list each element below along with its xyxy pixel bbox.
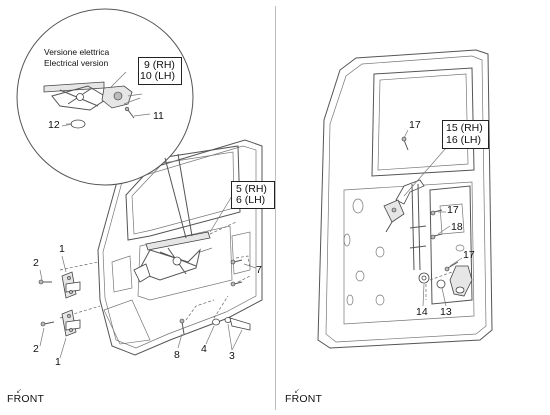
callout-7: 7 [256,264,262,276]
callout-box-9-10 [138,57,182,85]
leader-lines [39,71,463,359]
inset-caption-italian: Versione elettrica [44,47,110,57]
front-label-right: FRONT [285,393,323,405]
front-arrow-icon: ↙ [294,388,301,395]
panel-divider [275,6,276,410]
callout-8: 8 [174,349,180,361]
callout-9-rh: 9 (RH) [144,59,175,71]
callout-14: 14 [416,306,428,318]
callout-12: 12 [48,119,60,131]
callout-1-lower: 1 [55,356,61,368]
door-hinges [61,271,81,337]
window-regulator-right [383,179,427,271]
callout-3: 3 [229,350,235,362]
callout-16-lh: 16 (LH) [446,134,482,146]
callout-17-middle: 17 [447,204,459,216]
callout-6-lh: 6 (LH) [236,194,266,206]
callout-4: 4 [201,343,207,355]
electrical-version-inset [16,8,194,239]
front-label-left: FRONT [7,393,45,405]
front-orientation-label-left: ↙ FRONT [7,388,45,405]
callout-2-lower: 2 [33,343,39,355]
inset-caption-english: Electrical version [44,58,109,68]
callout-17-top: 17 [409,119,421,131]
leader-dashes-left [59,221,251,321]
callout-18: 18 [451,221,463,233]
callout-5-rh: 5 (RH) [236,183,267,195]
callout-17-right: 17 [463,249,475,261]
fasteners-left [38,259,251,335]
callout-1-upper: 1 [59,243,65,255]
fasteners-right [401,136,473,300]
callout-box-15-16 [442,120,489,149]
front-orientation-label-right: ↙ FRONT [285,388,323,405]
callout-box-5-6 [231,181,275,209]
callout-13: 13 [440,306,452,318]
callout-11: 11 [153,110,164,122]
window-regulator-left [133,231,213,283]
callout-2-upper: 2 [33,257,39,269]
sliding-door-outline [317,49,493,349]
callout-10-lh: 10 (LH) [140,70,176,82]
callout-15-rh: 15 (RH) [446,122,483,134]
front-arrow-icon: ↙ [16,388,23,395]
